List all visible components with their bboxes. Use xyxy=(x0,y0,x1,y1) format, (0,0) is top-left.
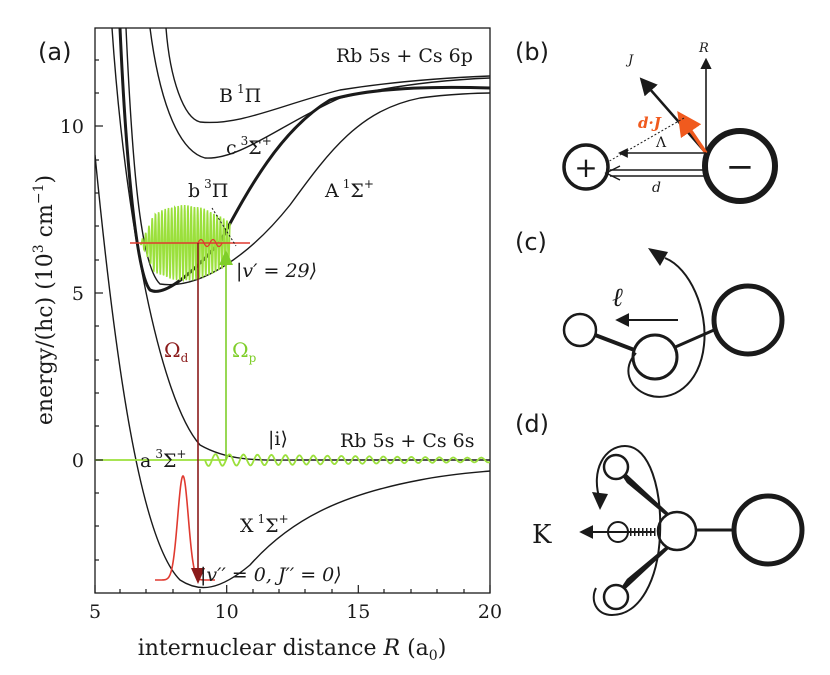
atom-top-d xyxy=(602,453,630,481)
wedge-bottom xyxy=(618,538,678,594)
ground-wavefunction xyxy=(155,474,215,581)
potential-curve-B1Pi xyxy=(165,28,490,124)
panel-d: (d) K xyxy=(515,410,805,617)
x-tick-label-20: 20 xyxy=(478,601,502,623)
panel-c: (c) ℓ xyxy=(515,228,785,398)
excited-wavefunction xyxy=(139,204,231,283)
potential-curve-a3Sigma xyxy=(111,28,490,461)
K-label: K xyxy=(532,520,552,550)
dJ-label: d·J xyxy=(638,114,662,132)
y-tick-label-5: 5 xyxy=(72,283,84,305)
potential-curve-A1Sigma xyxy=(125,28,490,286)
dotted-guide-b xyxy=(605,117,685,164)
y-tick-label-10: 10 xyxy=(60,116,84,138)
x-ticks xyxy=(94,585,491,593)
plot-frame xyxy=(94,27,491,594)
x-axis-label: internuclear distance R (a0) xyxy=(138,636,447,664)
J-label: J xyxy=(625,53,634,68)
panel-label-b: (b) xyxy=(515,38,549,66)
atom-middle xyxy=(631,333,679,381)
x-tick-label-15: 15 xyxy=(346,601,370,623)
negative-ion xyxy=(702,128,778,204)
Lambda-label: Λ xyxy=(655,135,667,151)
excited-level-wiggle xyxy=(197,238,223,248)
minus-sign: − xyxy=(726,147,755,187)
asymptote-label-bottom: Rb 5s + Cs 6s xyxy=(340,430,475,452)
panel-a: 5 10 15 20 0 5 10 internuclear distance … xyxy=(31,27,502,664)
plus-sign: + xyxy=(574,151,597,184)
dump-arrow-head xyxy=(191,568,205,584)
plot-content xyxy=(95,28,490,589)
J-vector xyxy=(639,77,707,154)
excited-dotted-guide xyxy=(211,207,237,247)
dJ-vector xyxy=(677,110,708,154)
state-label-initial: |i⟩ xyxy=(268,428,288,450)
panel-label-c: (c) xyxy=(515,228,547,256)
dump-rabi-label: Ωd xyxy=(164,338,189,365)
potential-curve-X1Sigma xyxy=(95,154,490,589)
rotation-loop-c xyxy=(627,257,706,398)
y-ticks xyxy=(95,59,103,561)
x-tick-label-10: 10 xyxy=(215,601,239,623)
atom-large xyxy=(711,283,785,357)
ell-label: ℓ xyxy=(612,283,623,313)
panel-label-d: (d) xyxy=(515,410,549,438)
asymptote-label-top: Rb 5s + Cs 6p xyxy=(336,45,473,67)
positive-ion xyxy=(562,143,610,191)
y-tick-label-0: 0 xyxy=(72,450,84,472)
initial-wavefunction xyxy=(204,453,490,467)
rotation-loop-d xyxy=(592,444,662,617)
x-tick-label-5: 5 xyxy=(89,601,101,623)
y-axis-label: energy/(hc) (103 cm−1) xyxy=(31,175,58,425)
state-label-ground: |v′′ = 0, J′′ = 0⟩ xyxy=(200,564,342,586)
potential-curve-c3Sigma xyxy=(149,28,490,159)
rotation-arrow-head-d xyxy=(592,492,608,510)
dipole-arrow-head xyxy=(604,165,621,181)
R-label: R xyxy=(698,41,709,56)
atom-center-d xyxy=(656,510,698,552)
rotation-arrow-head-c xyxy=(648,248,668,266)
d-label: d xyxy=(652,180,661,196)
atom-bottom-d xyxy=(602,583,630,611)
panel-b: (b) + − J R d·J Λ d xyxy=(515,38,778,204)
atom-large-d xyxy=(731,493,805,567)
atom-small xyxy=(562,312,598,348)
state-label-excited: |v′ = 29⟩ xyxy=(236,260,317,282)
pump-rabi-label: Ωp xyxy=(232,338,257,365)
pump-arrow-head xyxy=(219,250,233,265)
panel-label-a: (a) xyxy=(38,38,71,66)
